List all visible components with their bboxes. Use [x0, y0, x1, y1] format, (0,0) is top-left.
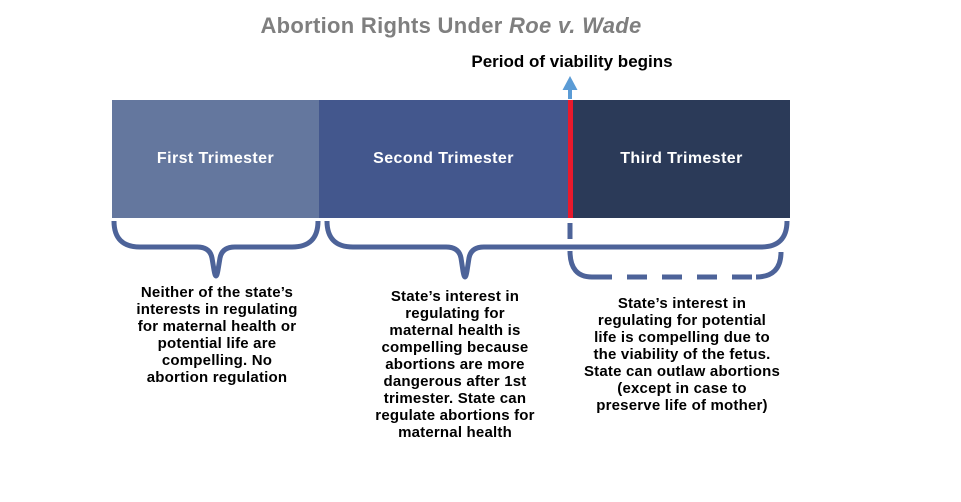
dashed-bracket-third-trimester [567, 223, 784, 280]
title-prefix: Abortion Rights Under [260, 13, 510, 38]
segment-label-first: First Trimester [156, 150, 275, 167]
title-case-name: Roe v. Wade [509, 13, 642, 38]
viability-arrow-icon [562, 76, 578, 99]
description-first-trimester: Neither of the state’s interests in regu… [136, 284, 298, 386]
brace-second-trimester [324, 220, 790, 280]
viability-label: Period of viability begins [471, 52, 673, 71]
trimester-bar: First Trimester Second Trimester Third T… [112, 100, 790, 218]
segment-first-trimester: First Trimester [112, 100, 319, 218]
segment-label-second: Second Trimester [373, 150, 514, 167]
viability-marker-line [568, 100, 573, 218]
page-title: Abortion Rights Under Roe v. Wade [112, 13, 790, 39]
description-second-trimester: State’s interest in regulating for mater… [375, 288, 535, 441]
brace-first-trimester [111, 220, 321, 279]
segment-label-third: Third Trimester [620, 150, 743, 167]
description-third-trimester: State’s interest in regulating for poten… [583, 295, 781, 414]
segment-second-trimester: Second Trimester [319, 100, 568, 218]
segment-third-trimester: Third Trimester [573, 100, 790, 218]
